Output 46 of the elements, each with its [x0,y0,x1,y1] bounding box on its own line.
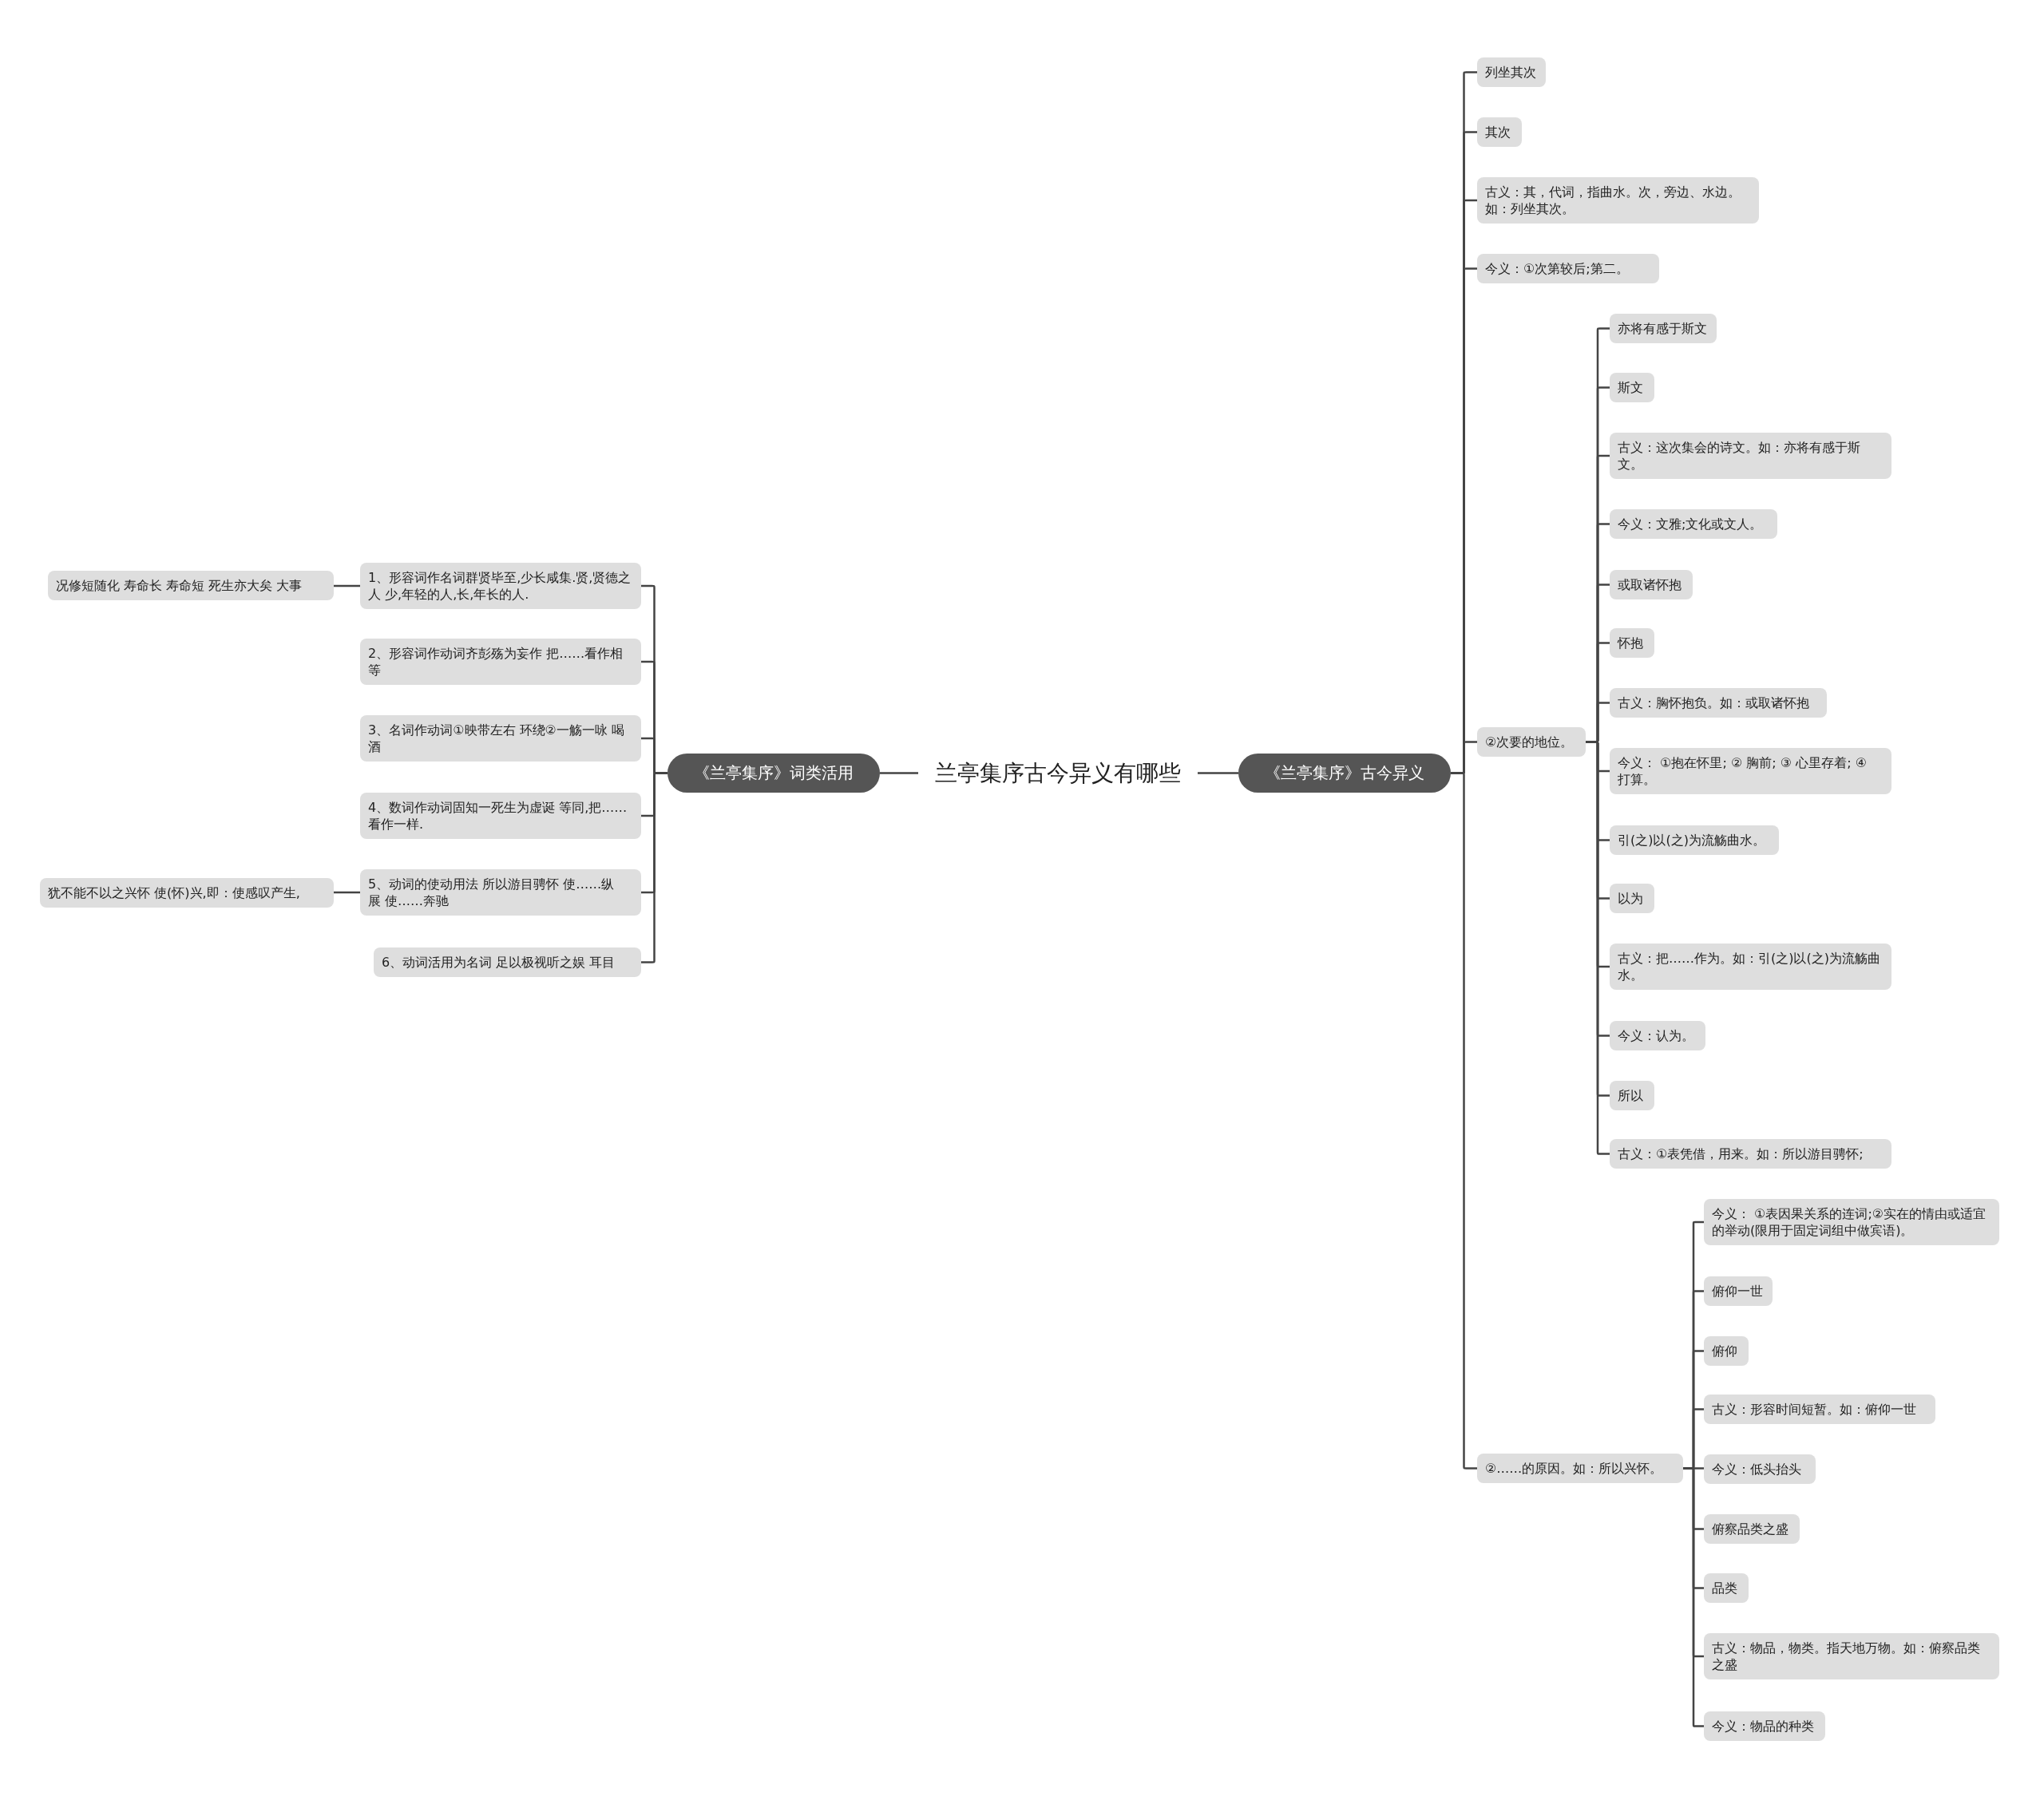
subtopic-box: 亦将有感于斯文 [1610,314,1717,343]
subtopic-box: 3、名词作动词①映带左右 环绕②一觞一咏 喝酒 [360,715,641,762]
connector-line [641,772,667,963]
subtopic-box: 犹不能不以之兴怀 使(怀)兴,即：使感叹产生, [40,878,334,908]
subtopic-box: 俯仰一世 [1704,1276,1773,1306]
connector-line [1198,772,1238,774]
subtopic-box: 今义：认为。 [1610,1021,1705,1050]
subtopic-box: 所以 [1610,1081,1654,1110]
subtopic-box: 品类 [1704,1573,1749,1603]
subtopic-box: 今义： ①抱在怀里; ② 胸前; ③ 心里存着; ④ 打算。 [1610,748,1891,794]
subtopic-box: ②次要的地位。 [1477,727,1586,757]
subtopic-box: 4、数词作动词固知一死生为虚诞 等同,把……看作一样. [360,793,641,839]
subtopic-box: 古义：这次集会的诗文。如：亦将有感于斯文。 [1610,433,1891,479]
subtopic-box: 斯文 [1610,373,1654,402]
subtopic-box: 今义：物品的种类 [1704,1711,1825,1741]
central-topic: 兰亭集序古今异义有哪些 [918,754,1198,793]
subtopic-box: 怀抱 [1610,628,1654,658]
subtopic-box: 引(之)以(之)为流觞曲水。 [1610,825,1779,855]
subtopic-box: 其次 [1477,117,1522,147]
subtopic-box: 况修短随化 寿命长 寿命短 死生亦大矣 大事 [48,571,334,600]
subtopic-box: ②……的原因。如：所以兴怀。 [1477,1454,1683,1483]
subtopic-box: 5、动词的使动用法 所以游目骋怀 使……纵展 使……奔驰 [360,869,641,916]
subtopic-box: 以为 [1610,884,1654,913]
subtopic-box: 列坐其次 [1477,57,1546,87]
connector-line [880,772,918,774]
subtopic-box: 古义：其，代词，指曲水。次，旁边、水边。如：列坐其次。 [1477,177,1759,224]
connector-line [334,891,360,894]
subtopic-box: 古义：形容时间短暂。如：俯仰一世 [1704,1395,1935,1424]
subtopic-box: 今义：①次第较后;第二。 [1477,254,1659,283]
subtopic-box: 今义：文雅;文化或文人。 [1610,509,1777,539]
connector-line [334,584,360,587]
main-topic: 《兰亭集序》词类活用 [667,754,880,793]
subtopic-box: 今义： ①表因果关系的连词;②实在的情由或适宜的举动(限用于固定词组中做宾语)。 [1704,1199,1999,1245]
subtopic-box: 6、动词活用为名词 足以极视听之娱 耳目 [374,947,641,977]
subtopic-box: 2、形容词作动词齐彭殇为妄作 把……看作相等 [360,639,641,685]
subtopic-box: 或取诸怀抱 [1610,570,1693,599]
subtopic-box: 俯仰 [1704,1336,1749,1366]
subtopic-box: 俯察品类之盛 [1704,1514,1800,1544]
subtopic-box: 古义：①表凭借，用来。如：所以游目骋怀; [1610,1139,1891,1169]
subtopic-box: 古义：胸怀抱负。如：或取诸怀抱 [1610,688,1827,718]
subtopic-box: 今义：低头抬头 [1704,1454,1816,1484]
subtopic-box: 1、形容词作名词群贤毕至,少长咸集.贤,贤德之人 少,年轻的人,长,年长的人. [360,563,641,609]
subtopic-box: 古义：把……作为。如：引(之)以(之)为流觞曲水。 [1610,944,1891,990]
connector-line [1683,1467,1704,1727]
subtopic-box: 古义：物品，物类。指天地万物。如：俯察品类之盛 [1704,1633,1999,1679]
main-topic: 《兰亭集序》古今异义 [1238,754,1451,793]
